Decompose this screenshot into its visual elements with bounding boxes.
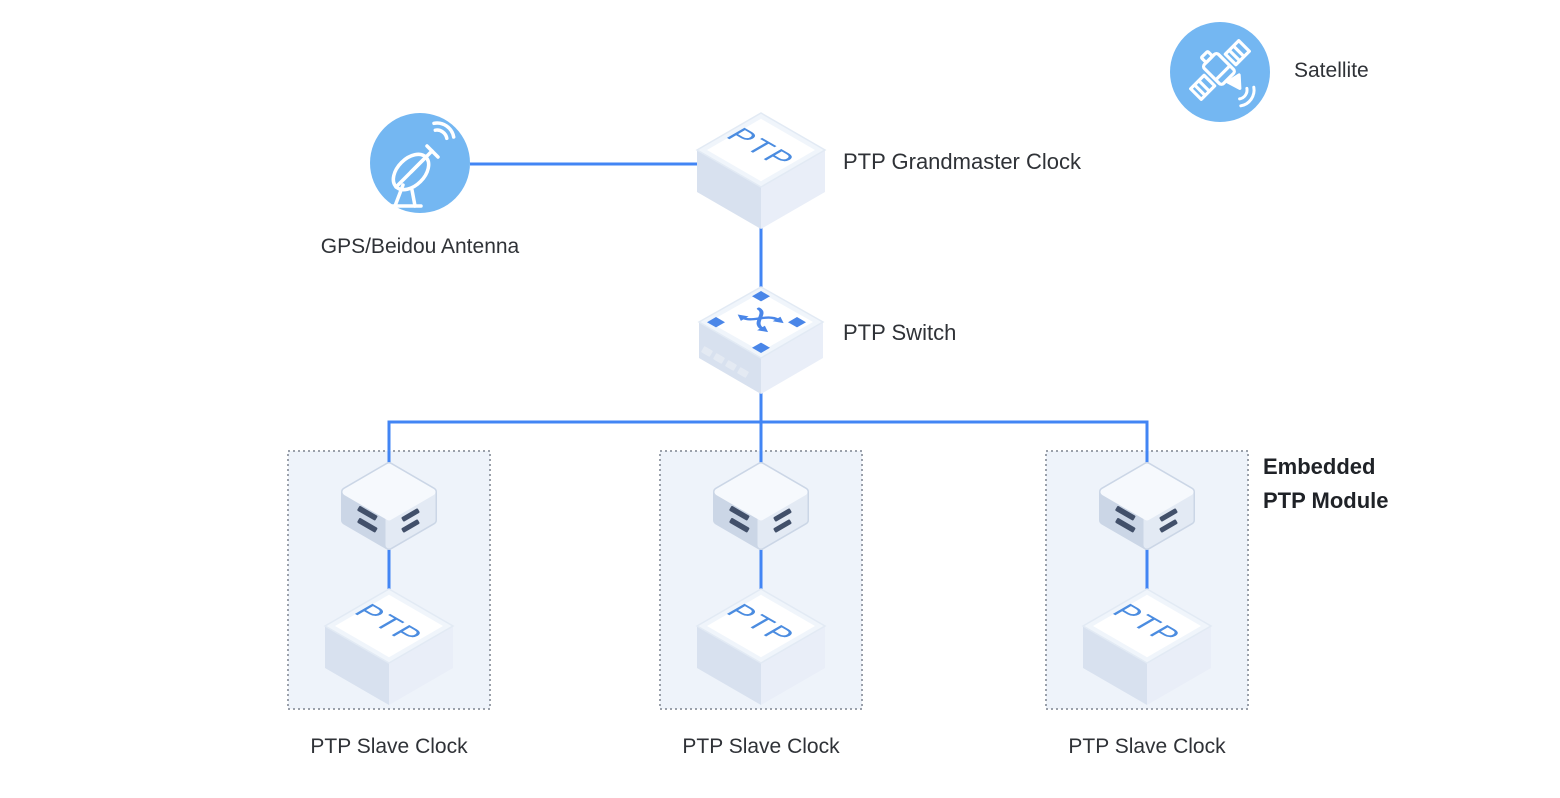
switch-front-ports (701, 346, 749, 378)
slave-clock-label-3: PTP Slave Clock (1068, 735, 1226, 758)
satellite-icon (1170, 22, 1270, 122)
slave-clock-label-1: PTP Slave Clock (310, 735, 468, 758)
grandmaster-clock-box: PTP (696, 112, 826, 230)
gps-antenna-label: GPS/Beidou Antenna (320, 235, 520, 258)
slave-clock-label-2: PTP Slave Clock (682, 735, 840, 758)
slave-clock-box-1: PTP (324, 588, 454, 706)
satellite-dish-icon (370, 113, 470, 213)
ptp-switch-box (697, 286, 825, 394)
embedded-module-label-line1: Embedded (1263, 454, 1376, 479)
grandmaster-label: PTP Grandmaster Clock (843, 149, 1082, 174)
satellite-label: Satellite (1294, 59, 1369, 82)
embedded-module-label: Embedded PTP Module (1263, 450, 1389, 518)
switch-port-diamonds (707, 291, 806, 353)
slave-clock-box-2: PTP (696, 588, 826, 706)
crossed-arrows-icon (737, 307, 784, 333)
switch-label: PTP Switch (843, 320, 957, 345)
slave-clock-box-3: PTP (1082, 588, 1212, 706)
embedded-module-label-line2: PTP Module (1263, 488, 1389, 513)
